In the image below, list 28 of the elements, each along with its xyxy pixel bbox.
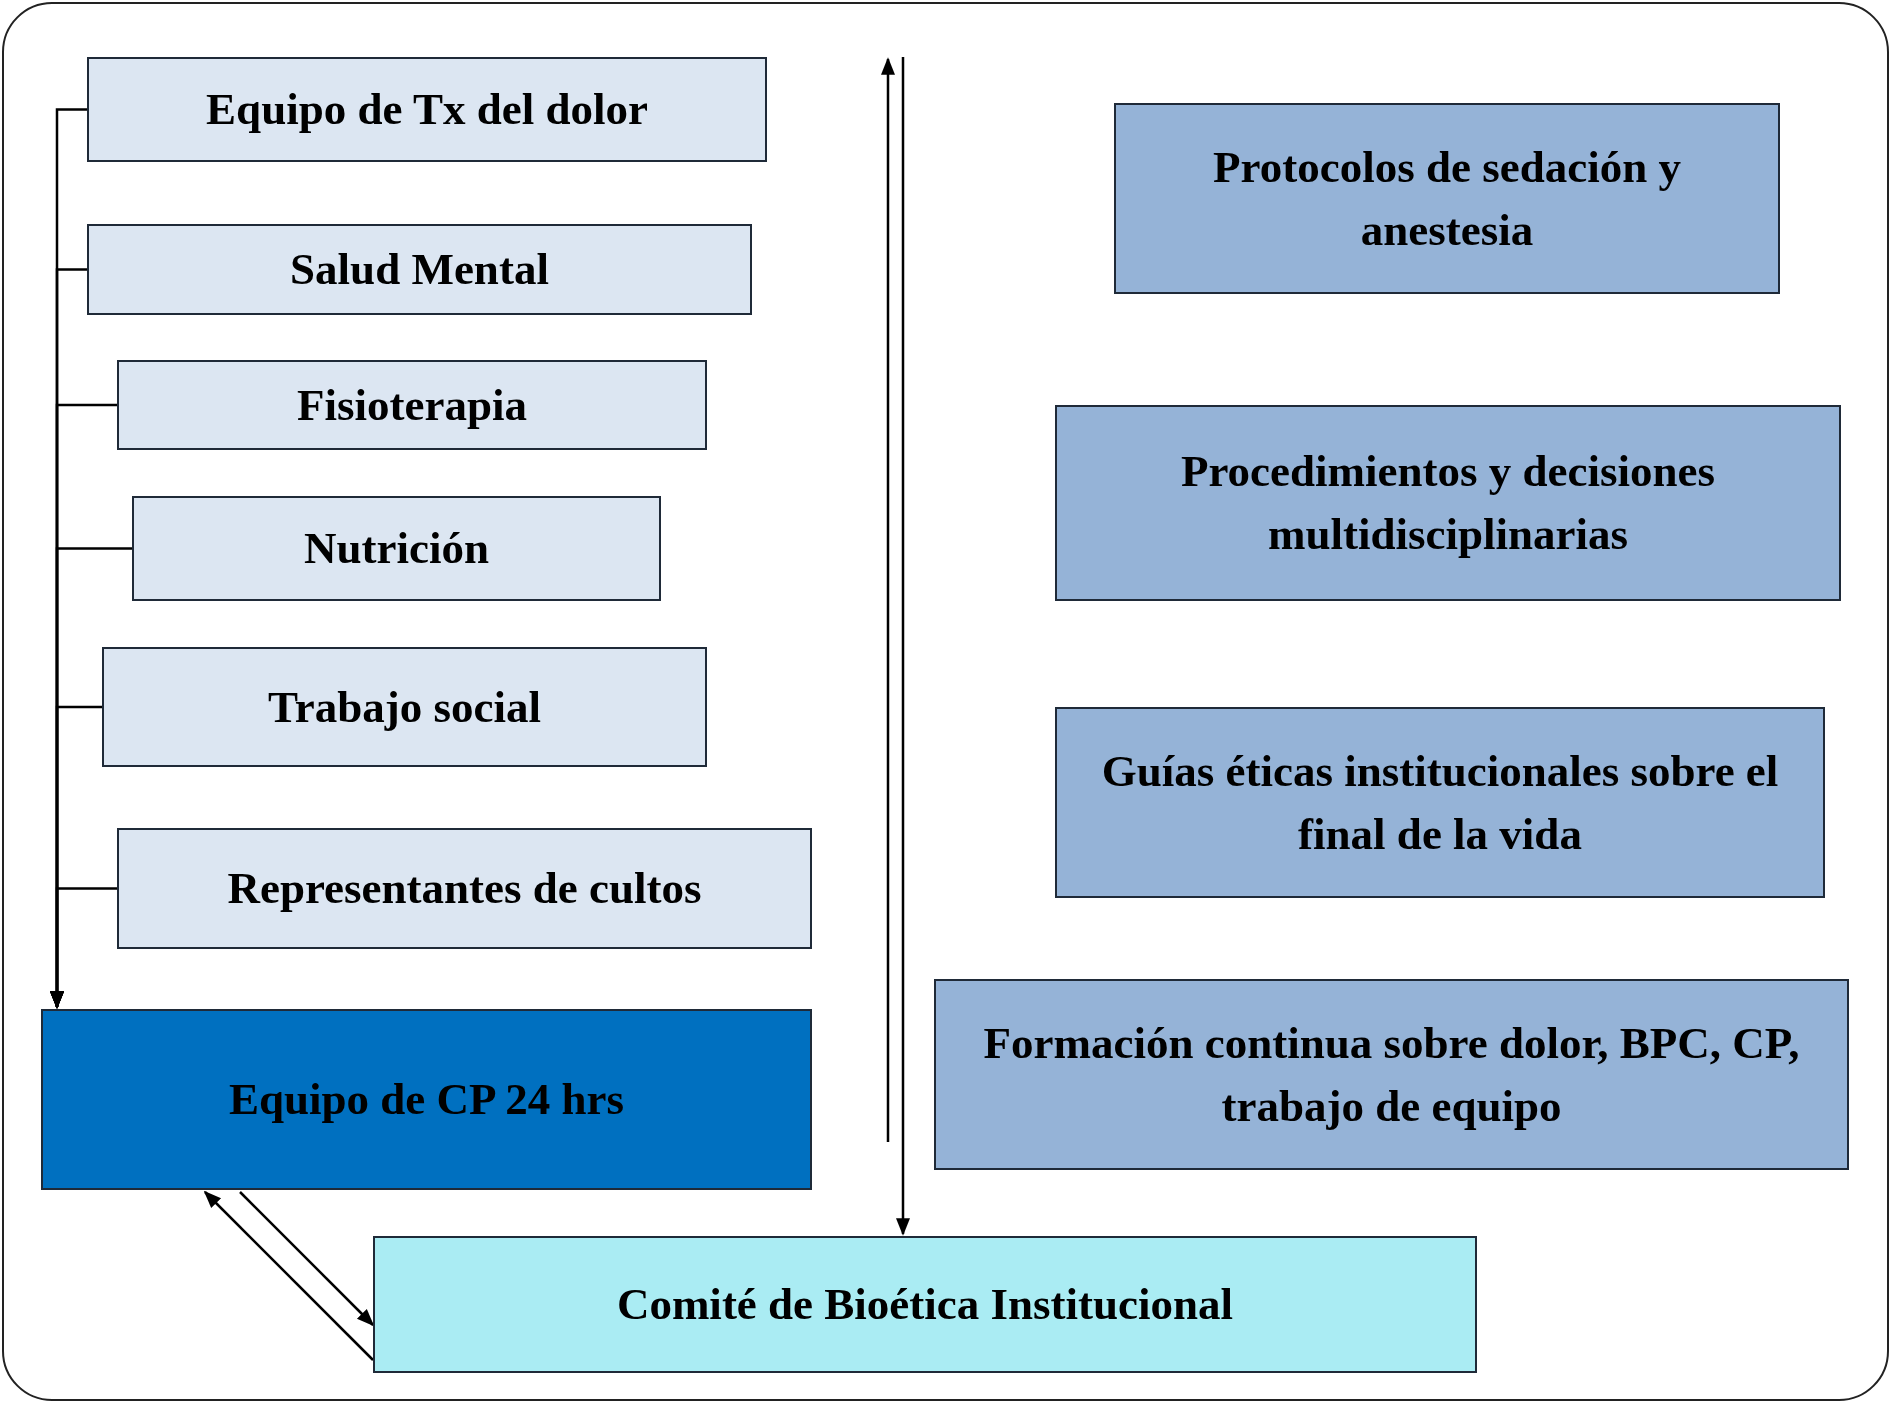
box-label: Representantes de cultos (226, 862, 703, 915)
box-label: Trabajo social (267, 680, 542, 734)
box-label: Protocolos de sedación y anestesia (1212, 140, 1682, 257)
box-label: Salud Mental (289, 243, 550, 296)
box-label: Equipo de CP 24 hrs (227, 1073, 626, 1126)
process-box (117, 828, 812, 949)
arrow (239, 1191, 375, 1327)
box-label: Fisioterapia (296, 378, 528, 432)
process-box (1055, 707, 1825, 898)
process-box (87, 224, 752, 315)
box-label: Nutrición (303, 522, 490, 575)
process-box (102, 647, 707, 767)
arrow (896, 57, 910, 1236)
process-box (87, 57, 767, 162)
box-label: Comité de Bioética Institucional (615, 1278, 1235, 1331)
process-box (117, 360, 707, 450)
process-box (1055, 405, 1841, 601)
committee-box (373, 1236, 1477, 1373)
arrow (50, 887, 117, 1009)
process-box (1114, 103, 1780, 294)
box-label: Equipo de Tx del dolor (205, 83, 649, 136)
arrow (203, 1190, 374, 1361)
process-box (132, 496, 661, 601)
team-box (41, 1009, 812, 1190)
box-label: Guías éticas institucionales sobre el final de la vida (1100, 744, 1780, 861)
box-label: Formación continua sobre dolor, BPC, CP, trabajo de equipo (982, 1016, 1801, 1133)
box-label: Procedimientos y decisiones multidisciplinarias (1179, 445, 1717, 561)
process-box (934, 979, 1849, 1170)
